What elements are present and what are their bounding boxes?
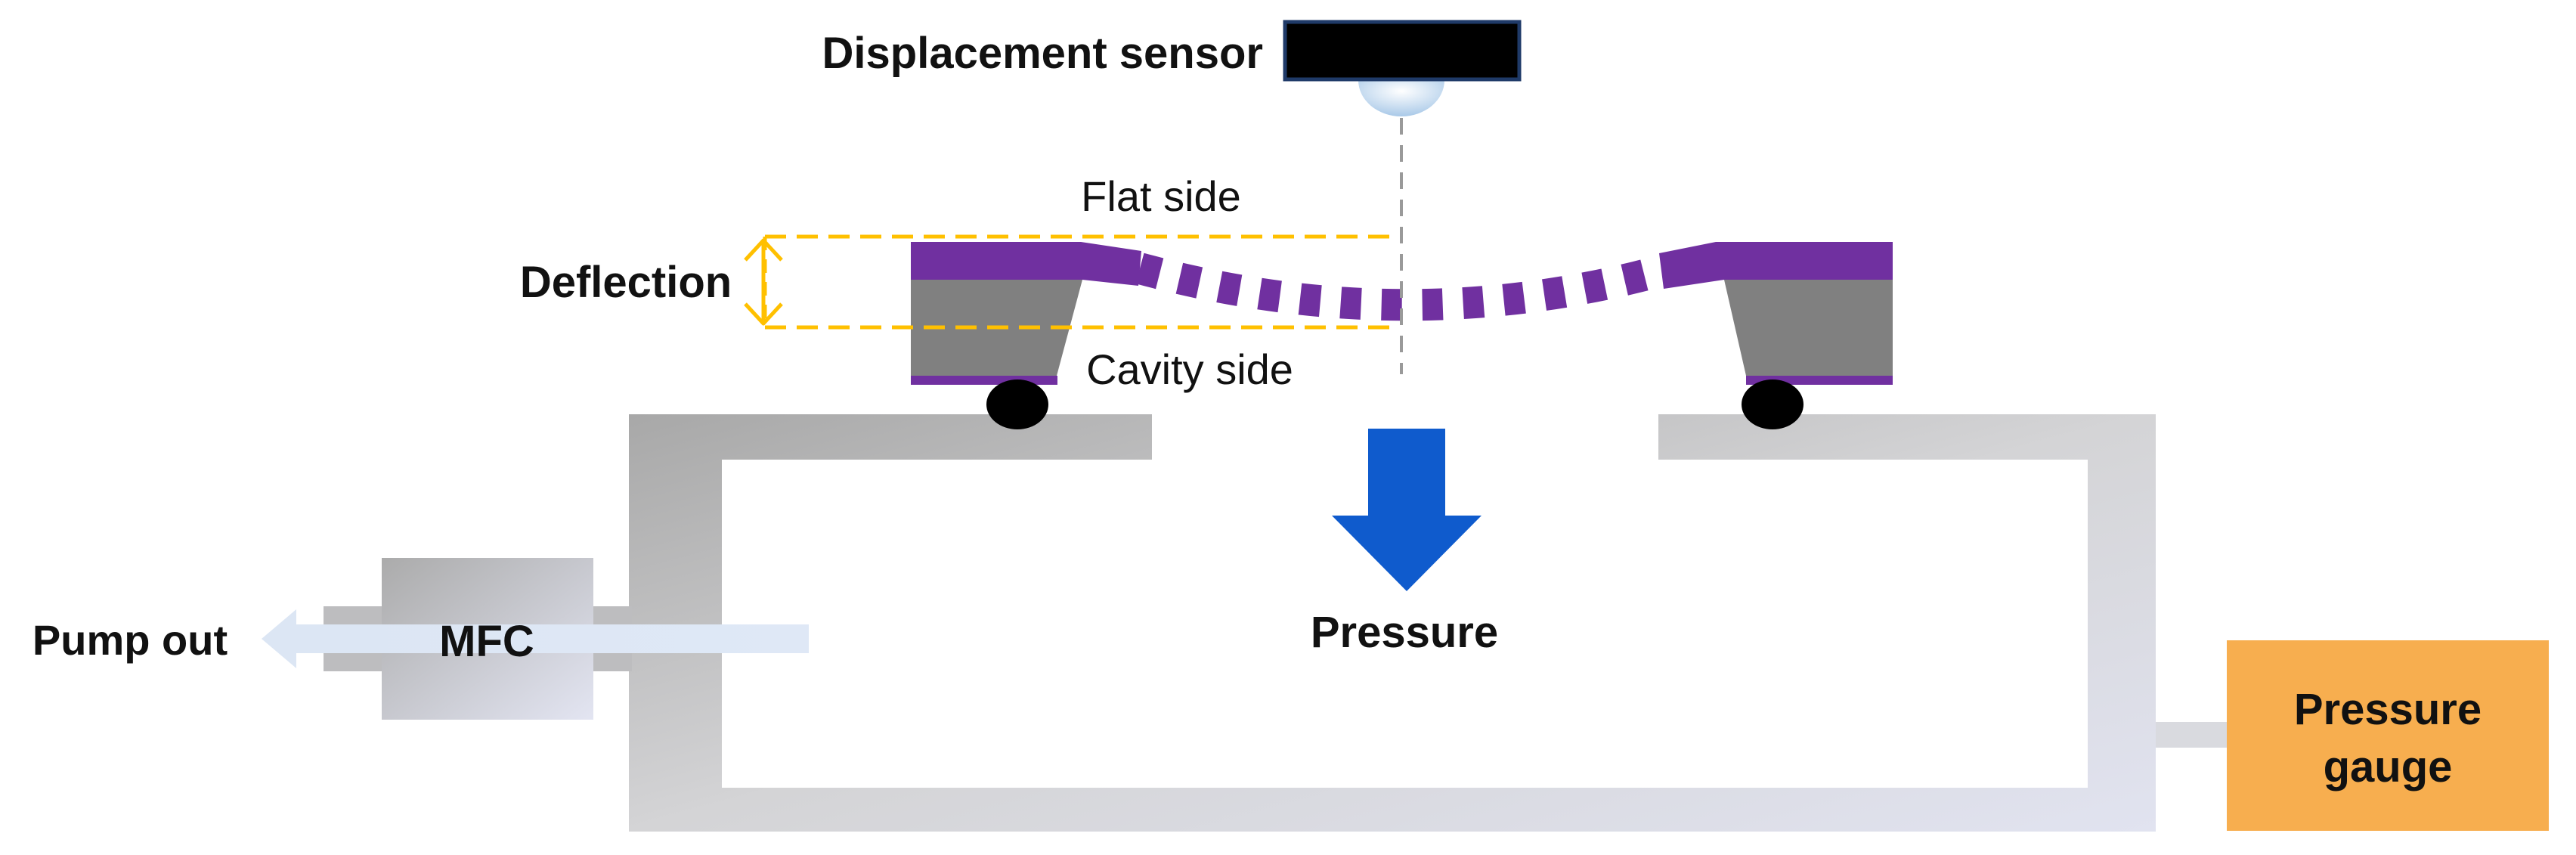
- chamber-wall: [629, 414, 2156, 832]
- left-membrane-flat: [911, 242, 1141, 286]
- gauge-connector-pipe: [2156, 722, 2228, 748]
- left-o-ring: [986, 379, 1048, 429]
- deflection-label: Deflection: [520, 258, 732, 307]
- flat-side-label: Flat side: [1081, 172, 1241, 220]
- vacuum-chamber: [629, 414, 2156, 832]
- left-frame-bottom-layer: [911, 376, 1057, 385]
- pressure-arrow: Pressure: [1311, 429, 1498, 657]
- deflection-indicator: Deflection: [520, 234, 1400, 330]
- flow-bar: [296, 624, 809, 653]
- pump-out-label: Pump out: [33, 616, 228, 664]
- pressure-gauge-label-line2: gauge: [2324, 742, 2453, 791]
- mass-flow-controller: [324, 558, 632, 720]
- cavity-side-label: Cavity side: [1086, 345, 1293, 393]
- pressure-gauge-box: [2227, 640, 2549, 831]
- displacement-sensor-box: [1283, 20, 1522, 82]
- flow-arrow-head-icon: [262, 609, 296, 668]
- displacement-sensor: Displacement sensor: [822, 20, 1522, 374]
- right-membrane-flat: [1659, 242, 1893, 289]
- displacement-sensor-label: Displacement sensor: [822, 29, 1263, 78]
- pressure-arrow-icon: [1332, 429, 1482, 591]
- pressure-gauge: Pressure gauge: [2227, 640, 2549, 831]
- deflection-arrow-down-icon: [744, 302, 783, 326]
- pressure-gauge-label-line1: Pressure: [2294, 685, 2482, 734]
- sensor-lens: [1358, 80, 1444, 116]
- mfc-label: MFC: [439, 617, 534, 666]
- right-frame: [1724, 280, 1893, 376]
- deflected-membrane: [1135, 252, 1666, 321]
- right-o-ring: [1742, 379, 1804, 429]
- pressure-label: Pressure: [1311, 608, 1498, 657]
- membrane-sample: [911, 242, 1893, 429]
- pump-out-flow: [262, 609, 809, 668]
- deflection-arrow-up-icon: [744, 238, 783, 262]
